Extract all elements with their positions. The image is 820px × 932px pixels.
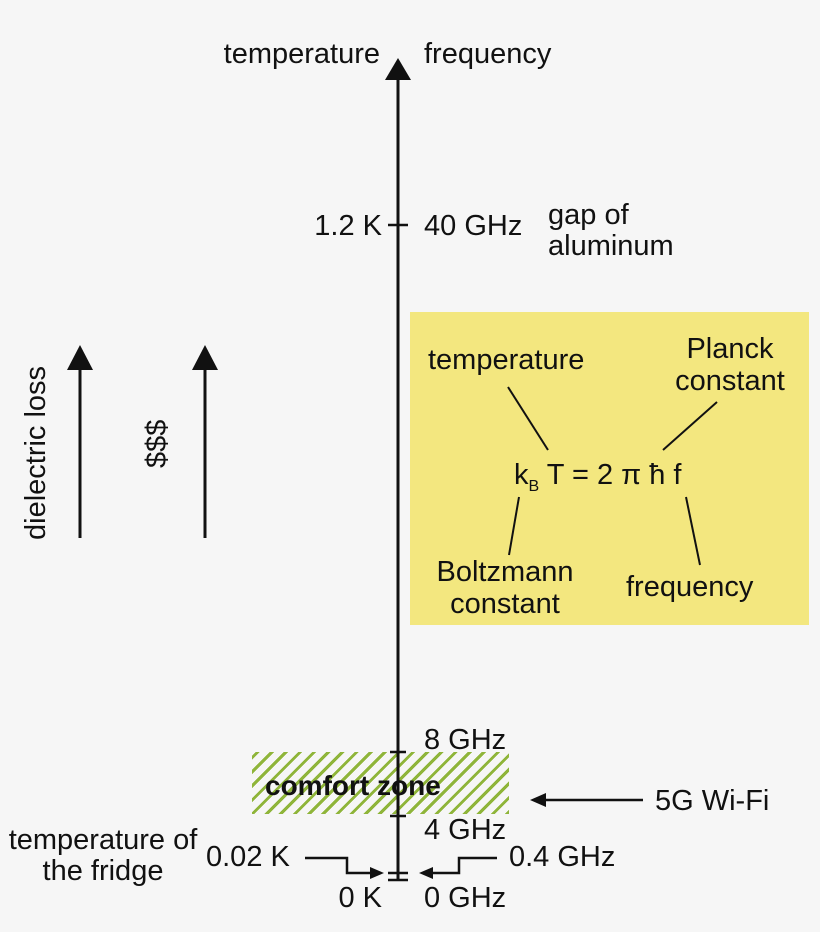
equation-box — [410, 312, 809, 625]
leader-temperature — [507, 386, 549, 451]
label-gap-of-aluminum: gap of aluminum — [548, 199, 674, 262]
comfort-zone-hatch — [252, 752, 509, 814]
label-0-k: 0 K — [338, 882, 382, 914]
label-1-2-k: 1.2 K — [314, 210, 382, 242]
label-dielectric-loss: dielectric loss — [20, 365, 52, 540]
label-5g-wifi: 5G Wi-Fi — [655, 785, 770, 817]
leader-boltzmann — [508, 496, 520, 556]
eq-label-temperature: temperature — [428, 344, 585, 376]
ghz-arrowhead — [419, 867, 433, 879]
label-0-4-ghz: 0.4 GHz — [509, 841, 616, 873]
fridge-step-arrow — [305, 856, 372, 875]
axis-arrowhead — [385, 58, 411, 80]
label-40-ghz: 40 GHz — [424, 210, 523, 242]
eq-subscript-b: B — [528, 477, 540, 495]
leader-planck — [662, 401, 718, 451]
leader-frequency — [685, 496, 701, 566]
axis-title-frequency: frequency — [424, 38, 552, 70]
cost-arrowhead — [192, 345, 218, 370]
comfort-zone-label: comfort zone — [265, 770, 441, 801]
label-0-02-k: 0.02 K — [206, 841, 290, 873]
eq-label-planck-constant: Planck constant — [675, 333, 785, 397]
wifi-arrowhead — [530, 793, 546, 807]
label-8-ghz: 8 GHz — [424, 724, 507, 756]
label-0-ghz: 0 GHz — [424, 882, 507, 914]
eq-label-boltzmann-constant: Boltzmann constant — [436, 556, 574, 620]
label-4-ghz: 4 GHz — [424, 814, 507, 846]
dielectric-arrowhead — [67, 345, 93, 370]
label-cost: $$$ — [141, 419, 173, 468]
fridge-arrowhead — [370, 867, 384, 879]
axis-title-temperature: temperature — [223, 38, 380, 70]
eq-label-frequency: frequency — [626, 571, 754, 603]
equation: kB T = 2 π ħ f — [514, 461, 681, 495]
eq-k: k — [514, 459, 529, 491]
eq-rest: T = 2 π ħ f — [546, 459, 682, 491]
label-temperature-of-fridge: temperature of the fridge — [8, 824, 198, 887]
ghz-step-arrow — [432, 856, 497, 875]
